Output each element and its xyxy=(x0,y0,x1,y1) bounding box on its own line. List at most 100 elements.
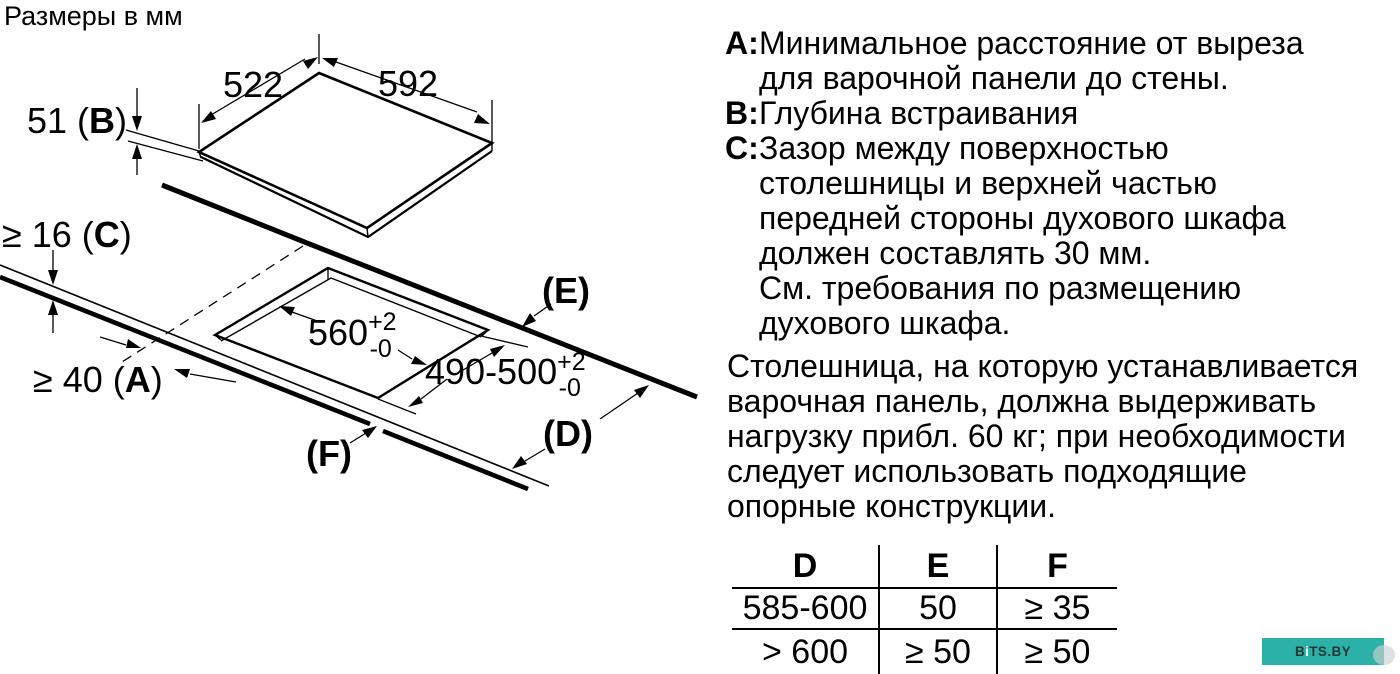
dim-a-arrow-shafts xyxy=(99,336,237,383)
legend-line: С:Зазор между поверхностью xyxy=(725,131,1400,166)
arrow-522-upper xyxy=(303,57,318,69)
paragraph-line: варочная панель, должна выдерживать xyxy=(727,383,1317,419)
panel-bottom-edge xyxy=(200,150,493,239)
watermark-rest: TS.BY xyxy=(1309,644,1352,659)
arrow-592-lower xyxy=(474,114,490,124)
cutout-corner-connectors xyxy=(214,269,489,341)
table-cell: ≥ 50 xyxy=(880,630,998,674)
label-f-leader xyxy=(349,432,367,444)
arrow-c-down xyxy=(48,270,58,285)
wall-line xyxy=(161,182,698,400)
legend-text: См. требования по размещению xyxy=(759,270,1242,306)
legend-line: духового шкафа. xyxy=(725,306,1400,341)
legend-text: Зазор между поверхностью xyxy=(759,130,1169,166)
label-f: (F) xyxy=(306,433,352,474)
dim-490-shafts xyxy=(420,352,493,400)
arrow-c-up xyxy=(48,300,58,315)
legend-letter: С: xyxy=(725,130,759,166)
legend-text: Минимальное расстояние от выреза xyxy=(759,25,1304,61)
arrow-51-down xyxy=(132,116,142,131)
worktop-load-paragraph: Столешница, на которую устанавливается в… xyxy=(727,349,1400,524)
arrowheads xyxy=(48,57,649,469)
legend-text: передней стороны духового шкафа xyxy=(759,200,1286,236)
label-d: (D) xyxy=(543,413,593,454)
arrow-e xyxy=(522,313,536,327)
paragraph-line: Столешница, на которую устанавливается xyxy=(727,348,1359,384)
dim-560-shafts xyxy=(291,311,413,360)
worktop-front-bottom-edge-left xyxy=(0,274,371,427)
legend-line: А:Минимальное расстояние от выреза xyxy=(725,26,1400,61)
table-cell: ≥ 50 xyxy=(1024,632,1091,671)
cutout-inner-edge xyxy=(220,277,482,342)
dim-490-extension-lines xyxy=(377,335,529,415)
arrow-a-left xyxy=(174,369,190,378)
arrow-522-lower xyxy=(201,111,216,123)
table-cell: ≥ 35 xyxy=(998,589,1117,630)
label-e-leader xyxy=(533,303,552,317)
legend-text: для варочной панели до стены. xyxy=(759,60,1229,96)
legend-line: должен составлять 30 мм. xyxy=(725,236,1400,271)
legend-letter: А: xyxy=(725,25,759,61)
cutout-outline xyxy=(212,266,491,400)
cooktop-panel xyxy=(196,71,495,239)
arrow-a-right xyxy=(126,339,141,348)
dim-490-label: 490-500+2-0 xyxy=(425,348,586,402)
legend-line: столешницы и верхней частью xyxy=(725,166,1400,201)
table-header-f: F xyxy=(998,545,1117,589)
dim-592-line xyxy=(335,61,478,113)
page-title: Размеры в мм xyxy=(4,1,183,31)
paragraph-line: опорные конструкции. xyxy=(727,488,1056,524)
wall-hidden-dashed-line xyxy=(121,245,304,363)
spec-table: D E F 585-600 50 ≥ 35 > 600 ≥ 50 ≥ 50 xyxy=(732,545,1117,674)
paragraph-line: следует использовать подходящие xyxy=(727,453,1247,489)
worktop-front-bottom-edge-right xyxy=(382,428,529,492)
watermark-letter-b: B xyxy=(1294,644,1306,659)
legend-line: передней стороны духового шкафа xyxy=(725,201,1400,236)
arrow-592-upper xyxy=(322,58,338,67)
legend-text: столешницы и верхней частью xyxy=(759,165,1217,201)
dimension-lines xyxy=(52,58,639,462)
legend: А:Минимальное расстояние от выреза для в… xyxy=(725,26,1400,341)
dim-16c-label: ≥ 16 (C) xyxy=(2,214,132,255)
worktop-lines xyxy=(0,182,698,492)
dim-560-label: 560+2-0 xyxy=(308,308,397,363)
arrow-560-lower xyxy=(411,356,427,365)
table-cell: 50 xyxy=(880,589,998,630)
table-cell: 585-600 xyxy=(732,589,880,630)
dim-51b-label: 51 (B) xyxy=(27,100,127,141)
dim-522-line xyxy=(210,58,306,116)
dim-592-label: 592 xyxy=(378,63,438,104)
arrow-560-upper xyxy=(279,306,295,316)
label-d-leaders xyxy=(524,392,639,462)
arrow-490-upper xyxy=(490,345,505,357)
installation-diagram: 522 592 51 (B) ≥ 16 (C) ≥ 40 (A) 560+2-0… xyxy=(0,34,698,492)
legend-letter: В: xyxy=(725,95,759,131)
table-cell: > 600 xyxy=(732,630,880,674)
dimension-ticks xyxy=(198,34,493,149)
arrow-490-lower xyxy=(408,396,423,407)
paragraph-line: нагрузку прибл. 60 кг; при необходимости xyxy=(727,418,1346,454)
arrow-d-upper xyxy=(634,385,649,398)
dim-40a-label: ≥ 40 (A) xyxy=(33,359,163,400)
table-header-d: D xyxy=(732,545,880,589)
arrow-f xyxy=(362,426,377,438)
legend-line: В:Глубина встраивания xyxy=(725,96,1400,131)
dim-522-label: 522 xyxy=(223,64,283,105)
watermark-text: BiTS.BY xyxy=(1295,644,1351,659)
watermark-letter-i: i xyxy=(1305,644,1310,659)
legend-text: духового шкафа. xyxy=(759,305,1011,341)
watermark-blob xyxy=(1373,645,1395,665)
label-e: (E) xyxy=(542,270,590,311)
legend-line: для варочной панели до стены. xyxy=(725,61,1400,96)
dimension-labels: 522 592 51 (B) ≥ 16 (C) ≥ 40 (A) 560+2-0… xyxy=(2,63,593,474)
worktop-cutout xyxy=(212,266,491,400)
table-header-e: E xyxy=(880,545,998,589)
worktop-front-top-edge xyxy=(0,264,550,487)
panel-corner-connectors xyxy=(198,143,493,238)
legend-line: См. требования по размещению xyxy=(725,271,1400,306)
legend-text: должен составлять 30 мм. xyxy=(759,235,1152,271)
arrow-d-lower xyxy=(512,456,527,469)
legend-text: Глубина встраивания xyxy=(759,95,1079,131)
arrow-51-up xyxy=(132,144,142,159)
